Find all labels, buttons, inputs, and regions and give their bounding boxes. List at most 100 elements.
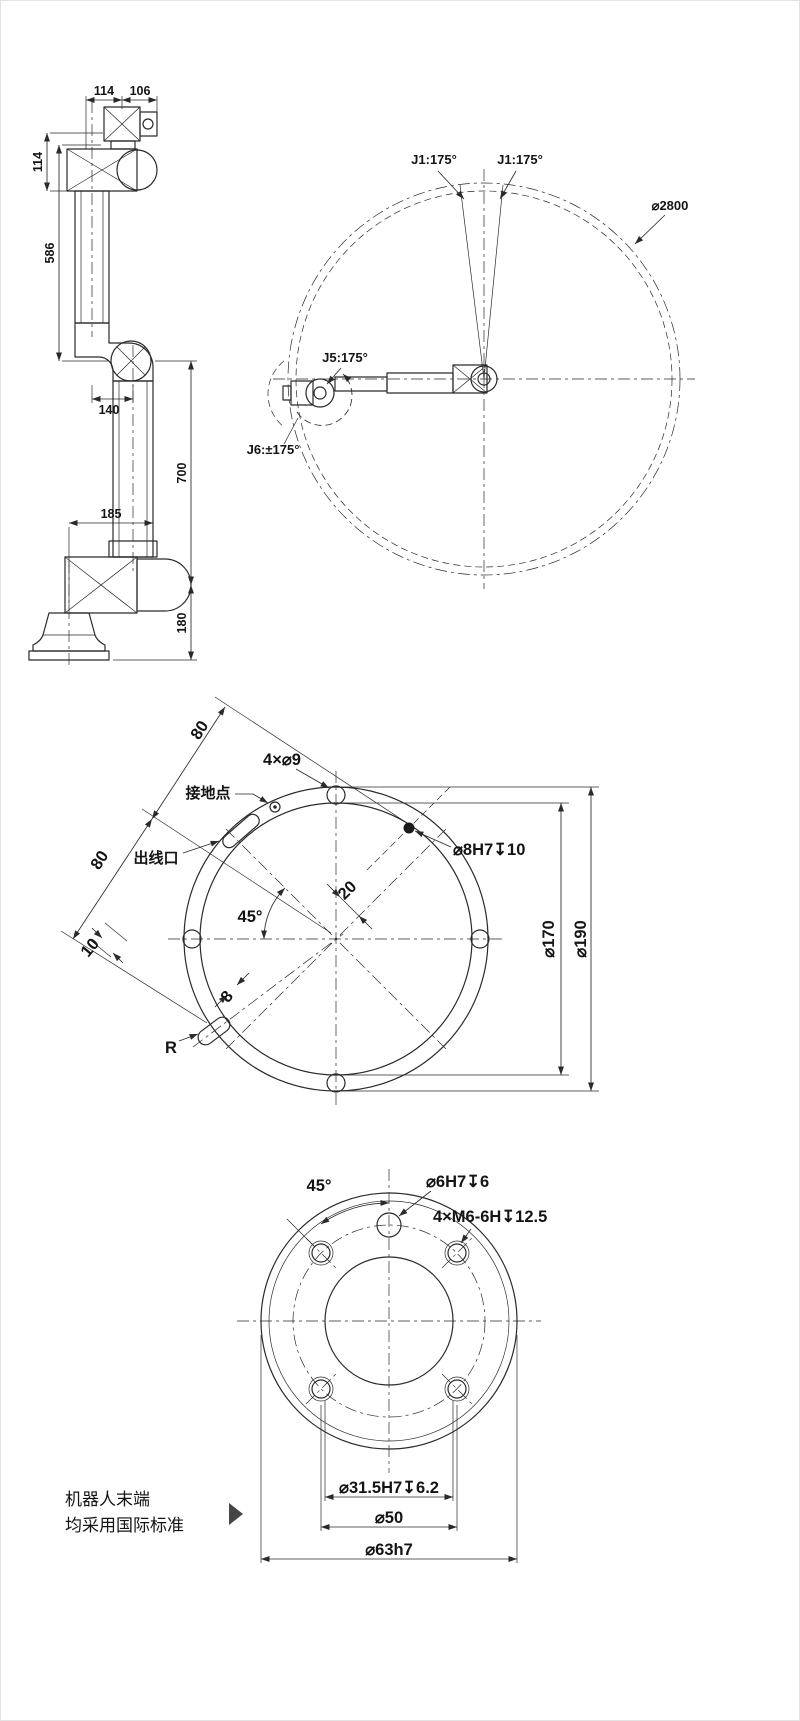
mounting-hole [326, 1073, 346, 1093]
dim-label-top-left: 114 [94, 84, 114, 98]
joint-cross [116, 346, 146, 376]
leader-line [460, 1228, 472, 1244]
dim-80-lower-label: 80 [87, 848, 112, 873]
wrist2-joint [116, 149, 158, 191]
dowel-hole-label: ⌀8H7↧10 [453, 841, 525, 859]
bore-dim-label: ⌀31.5H7↧6.2 [339, 1479, 439, 1497]
dowel-offset-line [366, 785, 452, 871]
bolt-circle-dim-label: ⌀50 [375, 1509, 403, 1527]
forearm-top [334, 376, 388, 392]
j5-label: J5:175° [322, 350, 368, 365]
dim-10-label: 10 [77, 935, 103, 961]
leader-line [235, 793, 269, 804]
dim-line [358, 915, 373, 930]
j6-rotation-arc [296, 373, 353, 426]
cable-outlet-slot [222, 813, 260, 849]
angle-45-label: 45° [238, 908, 263, 926]
dim-line [91, 927, 103, 939]
flange-angle-label: 45° [307, 1177, 332, 1195]
cable-outlet-label: 出线口 [133, 849, 178, 867]
dim-label-upper-arm: 586 [43, 243, 57, 264]
grounding-screw [269, 801, 281, 813]
ext-line [214, 696, 405, 822]
j1-axis [470, 365, 498, 393]
dim-line [326, 883, 341, 898]
elbow-housing [74, 322, 154, 382]
leader-line [437, 170, 465, 200]
leader-line [182, 840, 220, 854]
dim-line [236, 972, 250, 986]
shoulder-joint [136, 558, 192, 612]
hole-centerline [441, 1373, 473, 1405]
ext-line [286, 1218, 316, 1248]
dim-20-label: 20 [335, 878, 361, 904]
side-view-drawing: 114 106 114 586 140 700 185 180 [28, 84, 197, 665]
flange-dowel-hole [376, 1212, 402, 1238]
j1-right-label: J1:175° [497, 152, 543, 167]
inner-diameter-label: ⌀170 [540, 920, 558, 957]
footer-note-line2: 均采用国际标准 [65, 1516, 184, 1535]
joint-cross [103, 106, 141, 142]
bolt-circle [292, 1224, 486, 1418]
dim-line [112, 952, 124, 964]
j1-left-label: J1:175° [411, 152, 457, 167]
dim-80-upper-label: 80 [187, 718, 212, 743]
ext-line [88, 938, 112, 958]
ext-line [141, 808, 332, 934]
mounting-hole [326, 785, 346, 805]
grounding-screw-center [273, 805, 277, 809]
leader-line [326, 367, 342, 385]
outer-diameter-label: ⌀190 [572, 920, 590, 957]
m6-thread [308, 1376, 334, 1402]
flange-outer-dim-label: ⌀63h7 [365, 1541, 413, 1559]
hole-centerline [305, 1373, 337, 1405]
m6-hole [311, 1379, 331, 1399]
leader-line [283, 417, 299, 445]
slot-centerline [192, 933, 344, 1048]
flange-drawing: 45° ⌀6H7↧6 4×M6-6H↧12.5 ⌀31.5H7↧6.2 ⌀50 … [237, 1169, 547, 1563]
wrist-connector [110, 140, 136, 150]
footer-note: 机器人末端 均采用国际标准 [65, 1490, 243, 1535]
ext-line [60, 930, 208, 1024]
leader-line [634, 214, 666, 245]
base-plate-drawing: 4×⌀9 接地点 出线口 ⌀8H7↧10 45° 20 80 80 10 8 [60, 696, 599, 1107]
flange-dowel-label: ⌀6H7↧6 [426, 1173, 489, 1191]
reach-diameter-label: ⌀2800 [652, 198, 689, 213]
tool-flange [139, 111, 158, 137]
radius-label: R [165, 1039, 177, 1057]
tool-flange-top [282, 385, 292, 401]
dim-line [72, 818, 153, 940]
leader-line [398, 1190, 432, 1217]
upper-arm-top [386, 372, 454, 394]
j6-label: J6:±175° [247, 442, 300, 457]
m6-hole [311, 1243, 331, 1263]
joint-cross [64, 556, 138, 614]
grounding-point-label: 接地点 [185, 784, 230, 802]
dim-label-top-right: 106 [130, 84, 151, 98]
leader-line [178, 1033, 199, 1042]
joint-cross [66, 148, 138, 192]
tapped-holes-label: 4×M6-6H↧12.5 [433, 1208, 547, 1226]
wrist-sweep-arc [267, 360, 285, 428]
wrist-axis [305, 378, 335, 408]
leader-line [414, 830, 452, 848]
work-envelope-drawing: J1:175° J1:175° ⌀2800 J5:175° J6:±175° [247, 152, 695, 589]
m6-thread [444, 1240, 470, 1266]
leader-line [499, 170, 517, 200]
dim-label-base-height: 180 [175, 613, 189, 634]
dim-label-base-offset: 185 [101, 507, 122, 521]
tool-top [290, 380, 314, 406]
m6-hole [447, 1379, 467, 1399]
j1-limit-line [459, 184, 485, 380]
dim-8-label: 8 [217, 987, 237, 1006]
wrist-axis-bore [313, 386, 327, 400]
m6-hole [447, 1243, 467, 1263]
ext-line [104, 922, 128, 942]
dim-line [339, 896, 360, 917]
flange-bore-circle [324, 1256, 454, 1386]
dim-label-lower-arm: 700 [175, 463, 189, 484]
footer-note-line1: 机器人末端 [65, 1490, 150, 1509]
angle-arc [261, 887, 286, 940]
